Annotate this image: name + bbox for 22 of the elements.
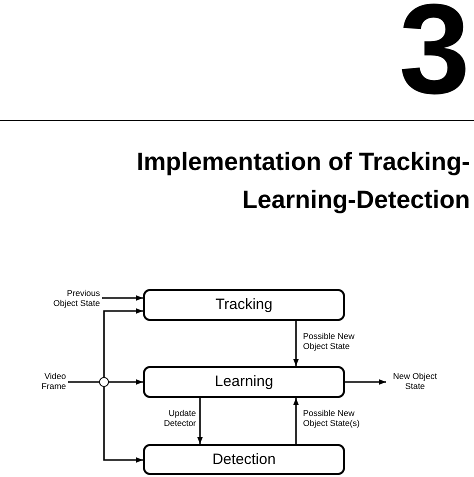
arrow	[293, 398, 299, 444]
box-label: Tracking	[216, 296, 272, 314]
arrow	[293, 321, 299, 366]
arrow	[197, 398, 203, 444]
edge-label: Possible New Object State(s)	[303, 409, 361, 429]
arrow	[345, 379, 386, 385]
box-label: Detection	[212, 450, 276, 468]
arrow	[109, 379, 143, 385]
edge-label: Update Detector	[162, 409, 196, 429]
output-label: New Object State	[392, 372, 438, 392]
chapter-number: 3	[398, 0, 470, 114]
process-box	[143, 366, 345, 398]
box-label: Learning	[214, 373, 274, 391]
chapter-title: Implementation of Tracking-Learning-Detection	[136, 147, 470, 216]
input-label: Video Frame	[40, 372, 66, 392]
arrow	[103, 308, 143, 377]
arrow	[102, 295, 143, 301]
process-box	[143, 289, 345, 321]
input-label: Previous Object State	[52, 289, 100, 309]
process-box	[143, 444, 345, 475]
edge-label: Possible New Object State	[303, 332, 356, 352]
arrow	[103, 387, 143, 463]
